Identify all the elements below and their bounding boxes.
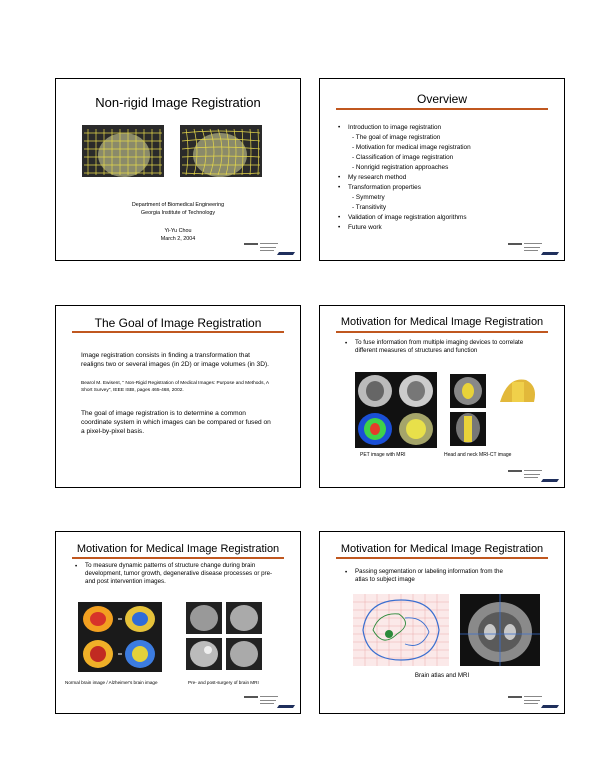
pre-post-surgery-mri [186, 602, 262, 672]
head-grid-image-right [180, 125, 262, 177]
institution: Georgia Institute of Technology [140, 210, 216, 216]
georgia-tech-logo [508, 470, 560, 482]
slide-4: Motivation for Medical Image Registratio… [319, 305, 565, 488]
date: March 2, 2004 [160, 236, 196, 242]
goal-text: The goal of image registration is to det… [81, 410, 271, 435]
caption-left: Normal brain image / Alzheimer's brain i… [65, 680, 158, 685]
list-item: - The goal of image registration [352, 134, 441, 141]
georgia-tech-logo [508, 696, 560, 708]
caption-right: Pre- and post-surgery of brain MRI [188, 680, 259, 685]
title-rule [336, 108, 548, 110]
list-item: Validation of image registration algorit… [336, 213, 558, 223]
bullet-marker: • [75, 563, 78, 570]
slide-title: Motivation for Medical Image Registratio… [340, 543, 544, 555]
slide-3: The Goal of Image Registration Image reg… [55, 305, 301, 488]
list-item: - Motivation for medical image registrat… [352, 144, 471, 151]
bullet-text: To measure dynamic patterns of structure… [85, 562, 273, 585]
caption-right: Head and neck MRI-CT image [444, 452, 512, 458]
georgia-tech-logo [508, 243, 560, 255]
slide-title: Non-rigid Image Registration [95, 95, 261, 110]
title-rule [72, 331, 284, 333]
list-item: Introduction to image registration [336, 123, 558, 133]
bullet-text: Passing segmentation or labeling informa… [355, 568, 503, 583]
georgia-tech-logo [244, 696, 296, 708]
caption-left: PET image with MRI [360, 452, 406, 458]
caption: Brain atlas and MRI [414, 672, 470, 679]
bullet-marker: • [345, 569, 348, 576]
title-rule [336, 557, 548, 559]
list-item: - Transitivity [352, 204, 387, 211]
reference-text: Bearol M. Ewisent, " Non-Rigid Registrat… [81, 381, 269, 393]
list-item: - Symmetry [352, 194, 385, 201]
head-neck-mri-ct-image [448, 372, 548, 448]
pet-mri-image [355, 372, 437, 448]
list-item: My research method [336, 173, 558, 183]
slide-1: Non-rigid Image Registration Department … [55, 78, 301, 261]
list-item: Transformation properties [336, 183, 558, 193]
title-rule [336, 331, 548, 333]
brain-atlas-image [353, 594, 449, 666]
overview-list: Introduction to image registration - The… [336, 123, 558, 233]
brain-pet-images [78, 602, 162, 672]
bullet-text: To fuse information from multiple imagin… [355, 339, 524, 354]
slide-title: Motivation for Medical Image Registratio… [340, 316, 544, 328]
slide-6: Motivation for Medical Image Registratio… [319, 531, 565, 714]
list-item: - Nonrigid registration approaches [352, 164, 449, 171]
slide-title: Overview [416, 92, 467, 106]
definition-text: Image registration consists in finding a… [81, 352, 269, 368]
slide-5: Motivation for Medical Image Registratio… [55, 531, 301, 714]
slide-2: Overview Introduction to image registrat… [319, 78, 565, 261]
title-rule [72, 557, 284, 559]
georgia-tech-logo [244, 243, 296, 255]
slide-title: The Goal of Image Registration [94, 316, 262, 330]
head-grid-image-left [82, 125, 164, 177]
list-item: Future work [336, 223, 558, 233]
list-item: - Classification of image registration [352, 154, 454, 161]
bullet-marker: • [345, 340, 348, 347]
author: Yi-Yu Chou [164, 228, 192, 234]
slide-title: Motivation for Medical Image Registratio… [76, 543, 280, 555]
subject-mri-image [460, 594, 540, 666]
department: Department of Biomedical Engineering [131, 202, 225, 208]
